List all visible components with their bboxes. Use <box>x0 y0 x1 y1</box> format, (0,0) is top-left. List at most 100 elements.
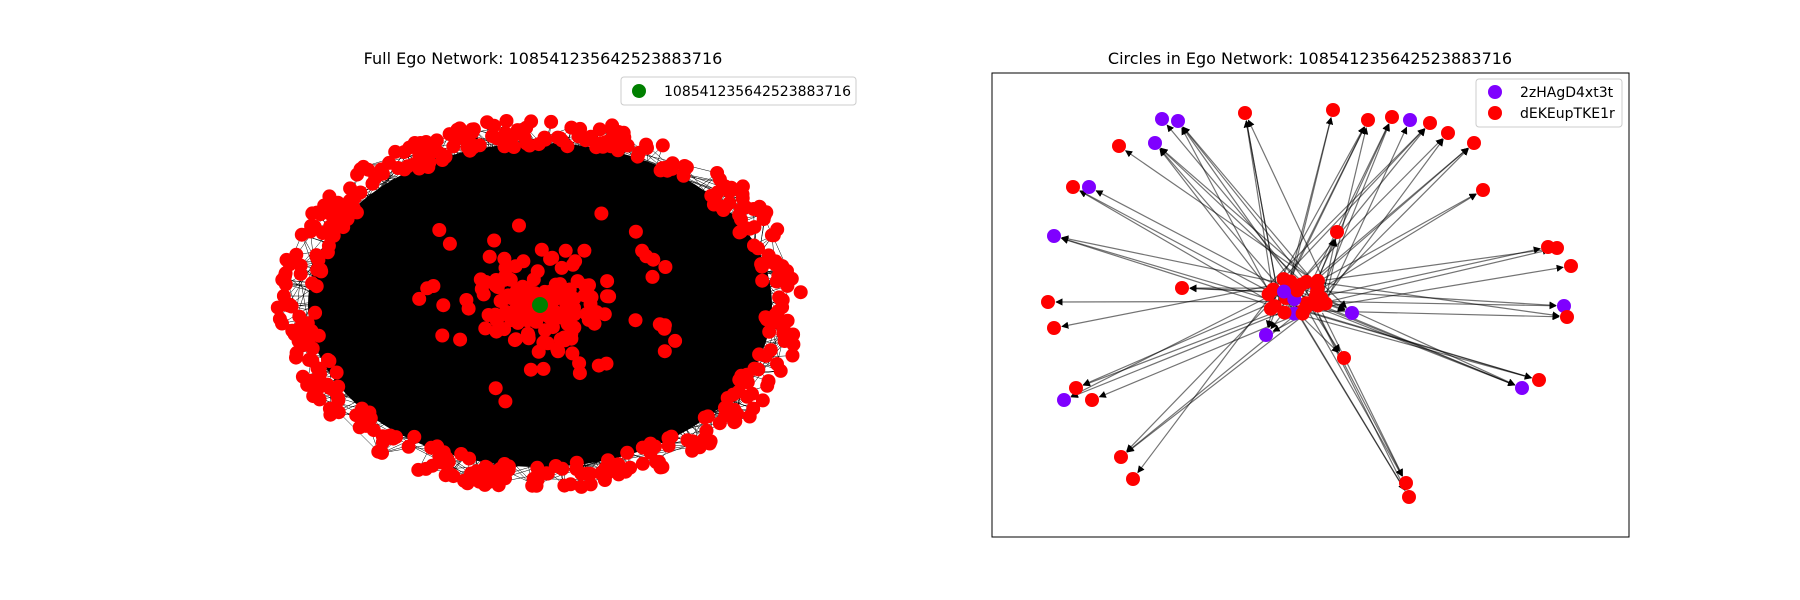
directed-edge <box>1301 299 1403 477</box>
edge <box>381 169 578 463</box>
network-node <box>1441 126 1455 140</box>
edge <box>350 188 746 208</box>
network-node <box>481 308 496 322</box>
network-node <box>745 386 759 401</box>
edge <box>738 215 759 370</box>
network-node <box>1560 310 1574 324</box>
network-node <box>512 218 526 233</box>
edge <box>574 278 792 315</box>
network-node <box>439 450 454 465</box>
network-node <box>312 379 327 394</box>
edge <box>600 143 792 279</box>
directed-edge <box>1061 235 1318 292</box>
edge <box>319 373 660 463</box>
network-node <box>676 168 691 183</box>
edge <box>646 147 661 325</box>
edge <box>319 140 438 375</box>
network-node <box>773 363 788 378</box>
network-node <box>352 420 367 435</box>
edge <box>328 245 666 268</box>
network-node <box>1385 110 1399 124</box>
network-node <box>322 189 337 204</box>
network-node <box>554 287 569 302</box>
network-node <box>755 273 770 288</box>
directed-edge <box>1309 311 1532 380</box>
network-node <box>365 176 380 191</box>
network-node <box>315 226 330 240</box>
edge <box>319 335 529 388</box>
network-node <box>424 440 439 455</box>
network-node <box>558 243 573 258</box>
network-node <box>412 291 427 306</box>
edge <box>537 363 607 480</box>
edge <box>316 228 751 287</box>
network-node <box>618 464 633 479</box>
network-node <box>1290 283 1305 298</box>
edge <box>518 225 585 251</box>
edge <box>404 169 409 447</box>
network-node <box>545 250 560 265</box>
directed-edge <box>1166 124 1317 304</box>
network-node <box>1564 259 1578 273</box>
edge <box>330 414 735 416</box>
network-node <box>1259 328 1273 342</box>
directed-edge <box>1324 127 1369 301</box>
network-node <box>474 282 489 296</box>
edge <box>315 298 504 396</box>
network-node <box>1126 472 1140 486</box>
network-node <box>734 212 748 227</box>
directed-edge <box>1060 236 1281 309</box>
directed-edge <box>1126 286 1286 452</box>
edge <box>350 207 573 354</box>
edge <box>425 340 676 470</box>
left-legend-label-ego: 108541235642523883716 <box>664 84 851 100</box>
network-node <box>407 157 422 172</box>
edge <box>319 333 784 388</box>
directed-edge <box>1292 294 1516 386</box>
edge <box>584 231 741 251</box>
network-node <box>515 289 530 304</box>
network-node <box>303 224 318 239</box>
edge <box>432 144 784 328</box>
edge <box>329 234 551 260</box>
network-node <box>1047 229 1061 243</box>
edge <box>596 146 792 279</box>
right-legend-label-circle-a: 2zHAgD4xt3t <box>1520 85 1614 101</box>
network-node <box>311 328 326 343</box>
network-node <box>1047 321 1061 335</box>
edge <box>562 168 663 469</box>
network-node <box>1266 282 1281 297</box>
right-legend-marker-circle-a <box>1488 85 1502 99</box>
directed-edge <box>1247 119 1327 286</box>
edge <box>382 173 777 266</box>
network-node <box>331 405 346 420</box>
edge <box>328 144 647 247</box>
directed-edge <box>1061 283 1279 329</box>
network-node <box>1066 180 1080 194</box>
edge <box>671 168 777 315</box>
edge <box>530 121 552 293</box>
edge <box>494 245 755 479</box>
network-node <box>491 478 506 493</box>
edge <box>667 170 669 439</box>
edge <box>470 337 565 474</box>
edge <box>419 168 668 171</box>
edge <box>526 143 550 300</box>
network-node <box>1276 272 1291 287</box>
network-node <box>499 114 514 128</box>
edge <box>544 139 693 442</box>
directed-edge <box>1299 128 1426 283</box>
network-node <box>664 429 679 444</box>
network-node <box>422 155 437 170</box>
network-node <box>411 462 426 477</box>
right-panel: Circles in Ego Network: 1085412356425238… <box>991 49 1630 538</box>
network-node <box>434 147 449 162</box>
edge <box>662 167 776 316</box>
edge <box>330 161 419 415</box>
network-node <box>616 135 630 150</box>
edge <box>569 186 726 290</box>
network-node <box>279 252 294 267</box>
network-node <box>752 203 767 218</box>
network-node <box>567 301 581 315</box>
network-node <box>312 361 327 376</box>
